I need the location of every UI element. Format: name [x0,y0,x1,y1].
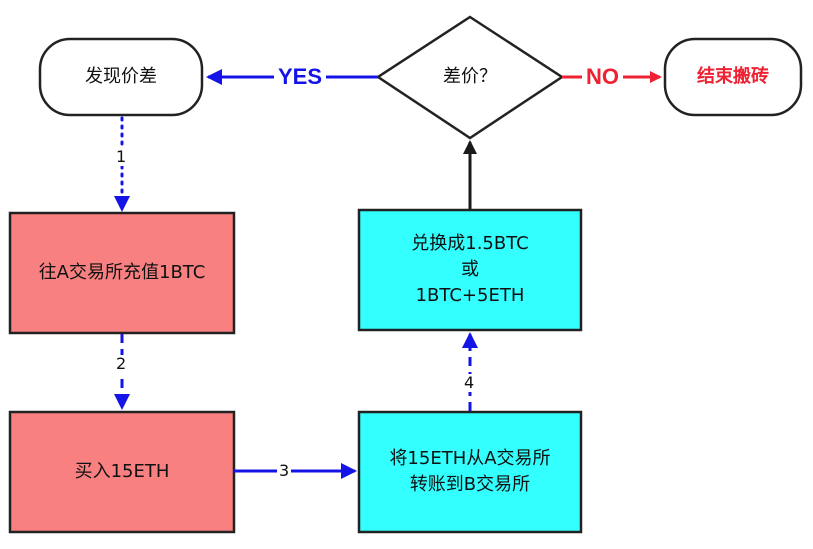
end-node [663,37,803,117]
decision-node [375,15,565,140]
buy-eth-label: 买入15ETH [74,461,170,482]
step-2-label: 2 [114,354,129,373]
end-label: 结束搬砖 [697,66,769,87]
yes-label: YES [274,64,327,90]
exchange-node [357,208,583,332]
find-spread-label: 发现价差 [85,66,157,87]
deposit-a-label: 往A交易所充值1BTC [38,262,206,283]
decision-label: 差价？ [443,66,497,87]
exchange-label: 兑换成1.5BTC 或 1BTC+5ETH [411,233,529,306]
step-1-label: 1 [114,147,129,166]
transfer-b-label: 将15ETH从A交易所 转账到B交易所 [389,448,551,495]
no-label: NO [582,64,623,90]
transfer-b-node [357,410,583,534]
find-spread-node [38,37,204,117]
buy-eth-node [8,410,236,534]
deposit-a-node [8,211,236,335]
step-3-label: 3 [277,461,292,480]
step-4-label: 4 [462,373,477,392]
